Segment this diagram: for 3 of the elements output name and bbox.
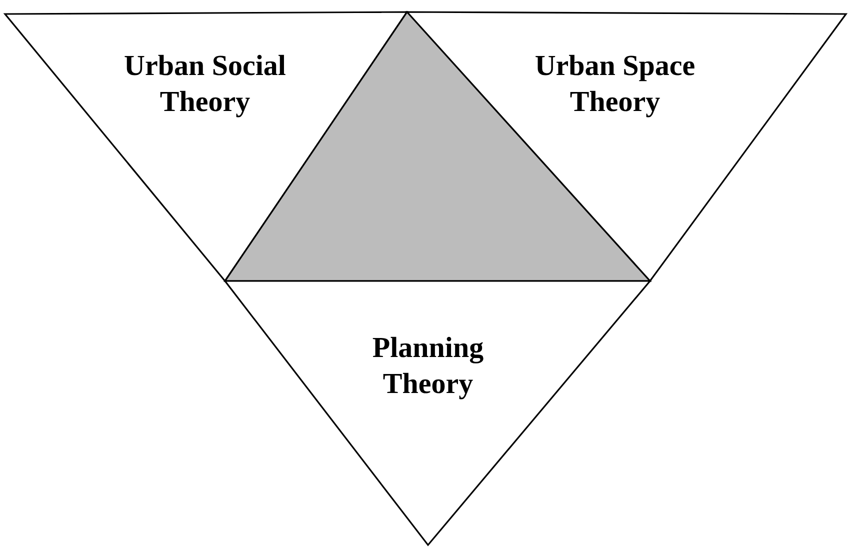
theory-label: Urban Space Theory bbox=[534, 49, 696, 120]
theory-label: Urban Social Theory bbox=[123, 49, 287, 120]
theory-label: Planning Theory bbox=[371, 331, 485, 402]
